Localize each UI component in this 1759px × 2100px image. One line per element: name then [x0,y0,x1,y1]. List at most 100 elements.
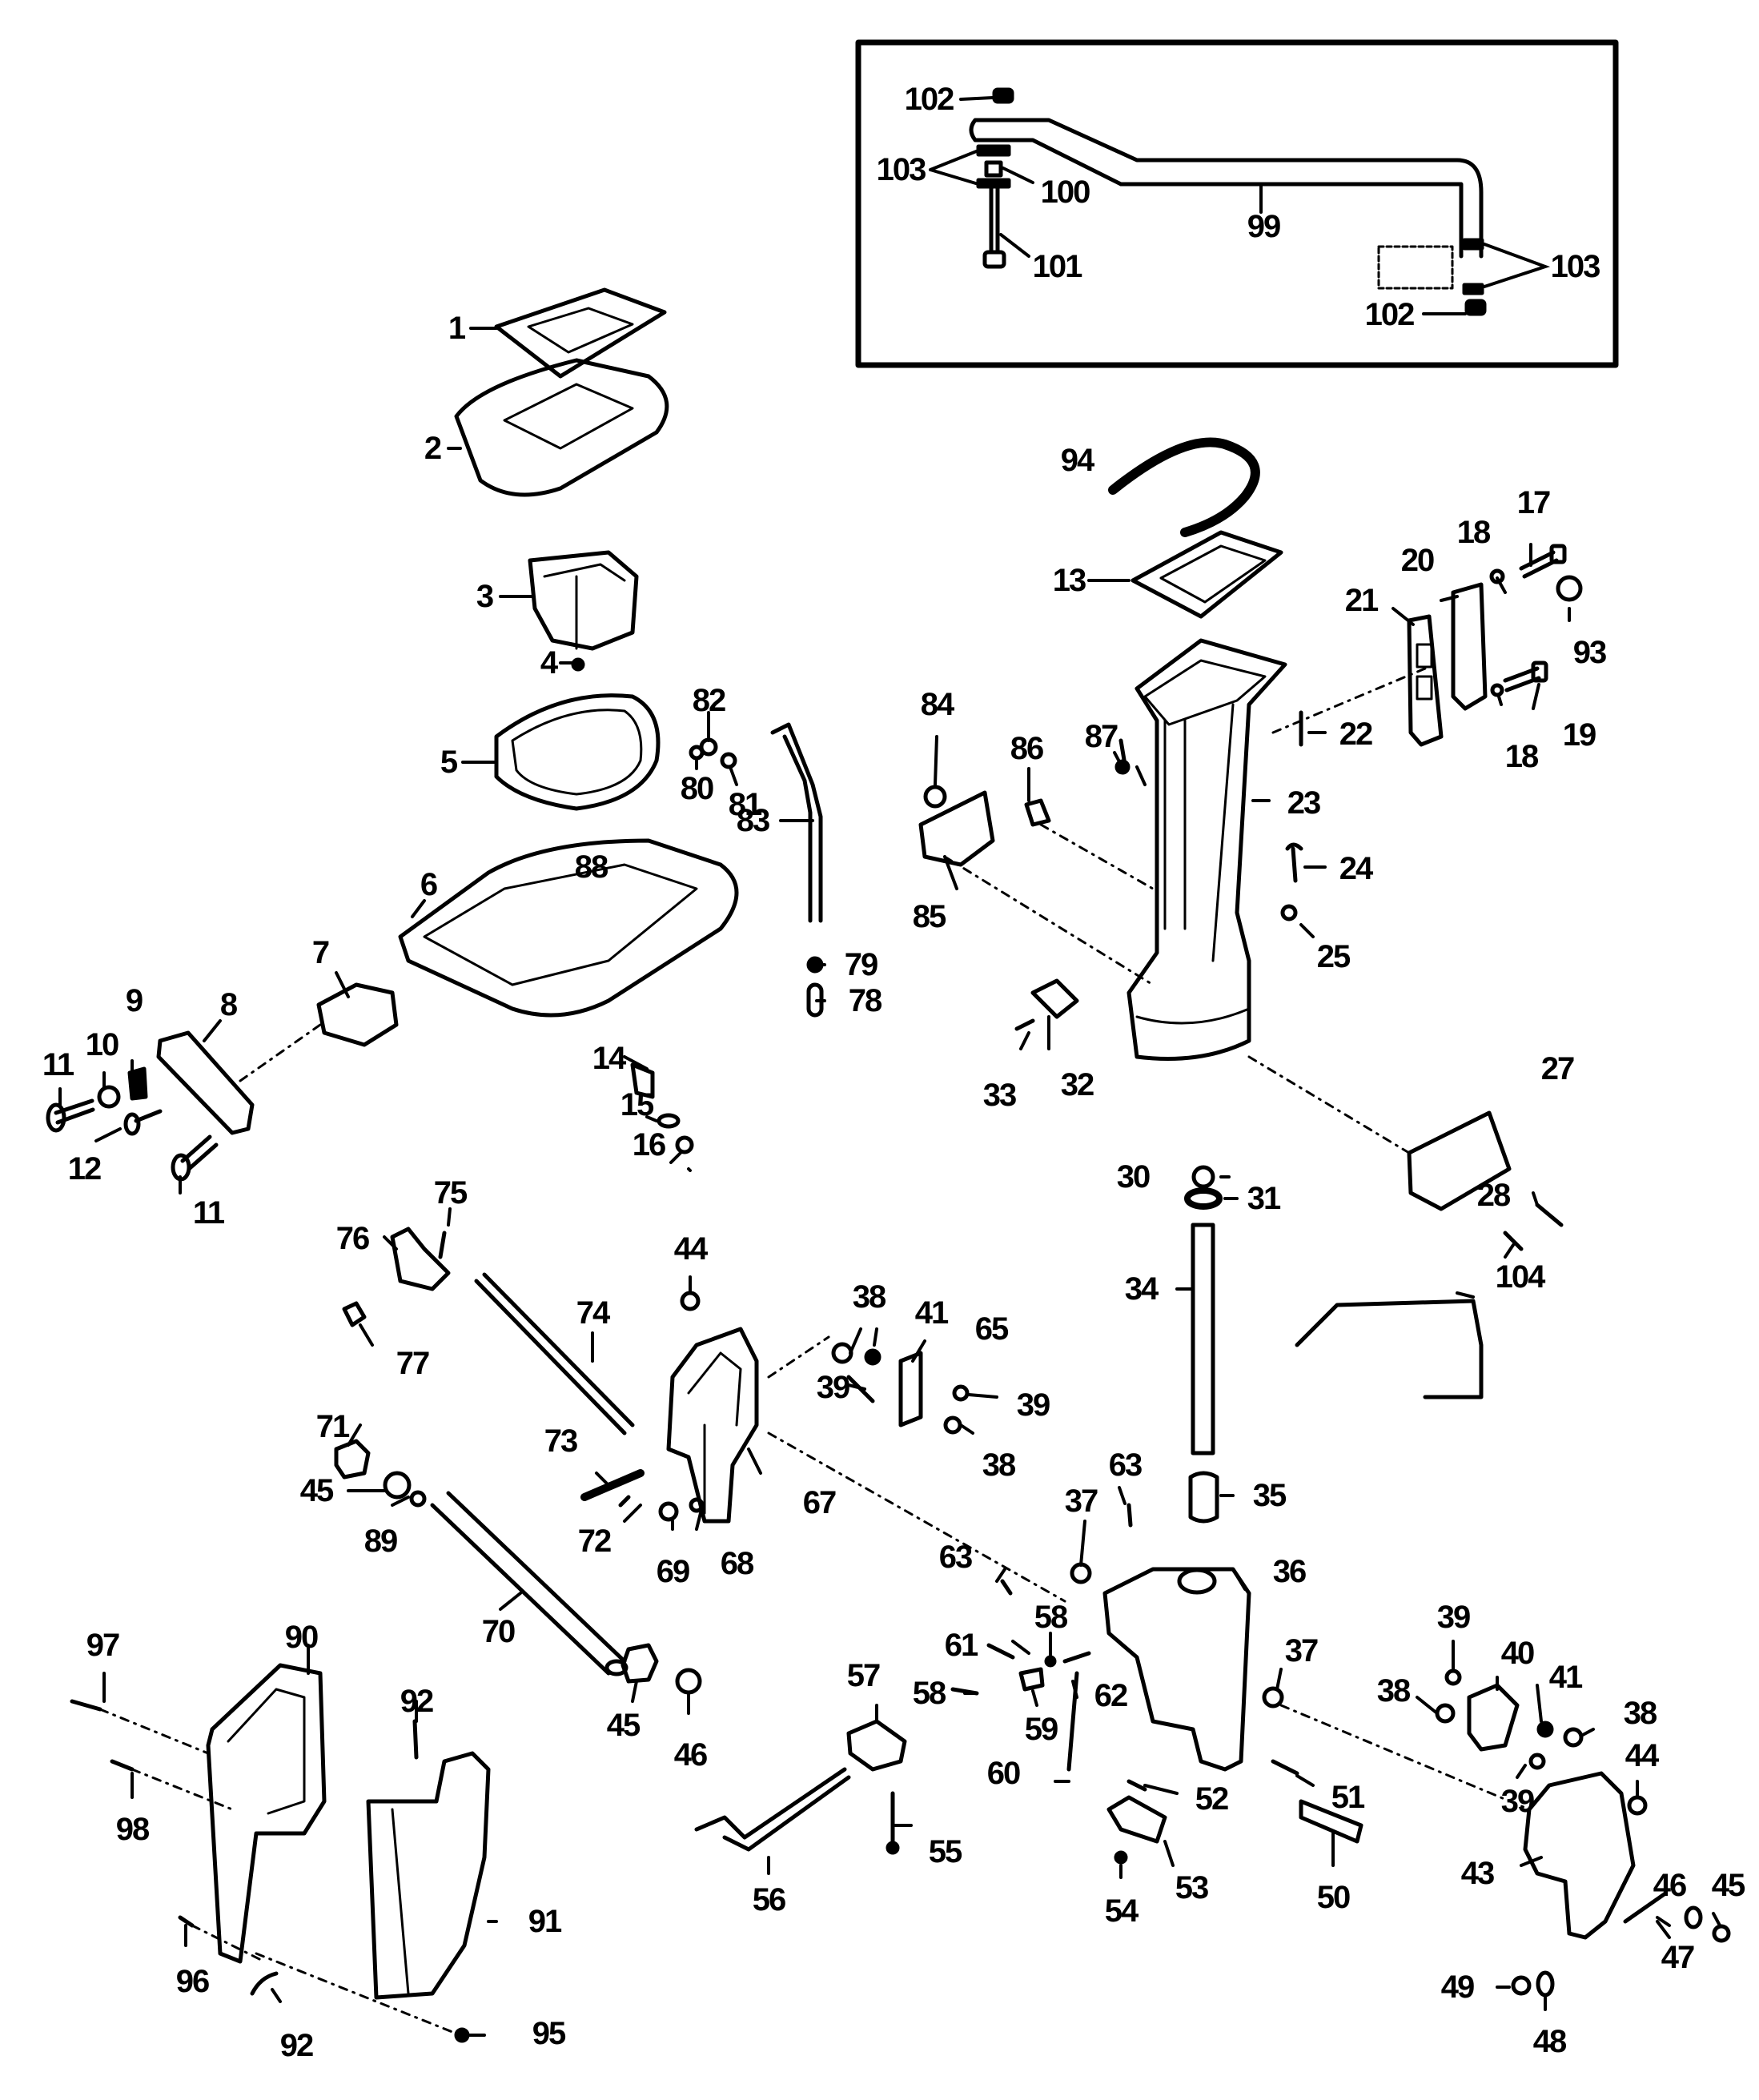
bolt-28 [1503,1231,1524,1251]
washer-18-top [1489,568,1505,584]
label-12: 12 [67,1151,102,1187]
mount-7 [316,982,399,1047]
label-39-c: 39 [1436,1600,1471,1635]
label-52: 52 [1195,1781,1229,1817]
screw-98 [110,1759,135,1772]
label-4: 4 [540,645,558,681]
screw-4 [571,657,585,672]
label-21: 21 [1344,583,1379,618]
bushing-46 [675,1668,702,1695]
label-48: 48 [1532,2024,1567,2059]
label-20: 20 [1400,543,1435,578]
plate-20 [1451,582,1488,711]
bolt-47 [1623,1891,1668,1924]
label-98: 98 [115,1812,150,1847]
nut-38-right [1563,1727,1584,1748]
nut-102-top [992,87,1014,104]
label-1: 1 [448,311,466,346]
label-2: 2 [424,431,442,466]
label-36: 36 [1272,1554,1307,1589]
bracket-67 [666,1327,759,1524]
spring-104 [1295,1299,1484,1399]
bracket-dashed [1377,245,1454,290]
nut-68 [689,1497,705,1513]
housing-23 [1126,638,1287,1061]
label-14: 14 [592,1041,626,1076]
nut-84 [923,785,947,809]
label-40: 40 [1500,1636,1535,1671]
block-57 [846,1719,907,1772]
label-67: 67 [802,1485,837,1520]
label-59: 59 [1024,1712,1058,1747]
nut-71 [334,1439,371,1480]
label-41-top: 41 [914,1295,949,1331]
label-57: 57 [846,1658,881,1693]
plate-65 [898,1351,923,1427]
fitting-14 [630,1062,655,1099]
label-35: 35 [1252,1478,1287,1513]
strip-92-upper [412,1719,419,1760]
label-50: 50 [1316,1880,1351,1915]
label-71: 71 [315,1409,350,1444]
label-92-upper: 92 [400,1684,434,1719]
label-9: 9 [125,983,143,1018]
label-92-lower: 92 [279,2028,314,2063]
label-55: 55 [928,1834,962,1869]
washer-10 [97,1085,121,1109]
label-16: 16 [632,1127,666,1162]
washer-37-right [1262,1686,1284,1709]
pin-51 [1271,1759,1299,1776]
label-8: 8 [219,987,238,1022]
label-58-upper: 58 [1034,1600,1068,1635]
nut-30 [1191,1165,1215,1189]
washer-103-mid [976,178,1011,189]
label-13: 13 [1052,563,1086,598]
inset-frame [855,39,1619,368]
washer-103-top [976,144,1011,157]
label-81: 81 [728,787,762,822]
cover-90 [206,1663,327,1964]
label-63-lower: 63 [938,1540,973,1575]
washer-48 [1536,1970,1555,1998]
handle-56 [694,1767,851,1852]
leader-100 [1002,167,1034,184]
pin-58-upper [1044,1655,1057,1668]
spring-73 [580,1469,645,1501]
label-60: 60 [986,1756,1021,1791]
label-51: 51 [1331,1780,1365,1815]
leader-103-right [1483,243,1551,288]
label-3: 3 [476,579,494,614]
rod-83 [770,722,823,923]
label-23: 23 [1287,785,1321,821]
label-45-right: 45 [1711,1868,1745,1903]
label-58-left: 58 [912,1676,946,1711]
label-100: 100 [1040,175,1091,210]
label-7: 7 [311,935,330,970]
label-80: 80 [680,771,714,806]
label-102-bottom: 102 [1364,297,1416,332]
label-65: 65 [974,1311,1009,1347]
screw-97 [70,1699,102,1712]
label-89: 89 [363,1524,398,1559]
label-93: 93 [1572,635,1607,670]
label-97: 97 [86,1628,120,1663]
steering-link-99 [969,118,1484,259]
label-33: 33 [982,1078,1017,1113]
label-68: 68 [720,1546,754,1581]
base-6 [398,838,739,1018]
bolt-17 [1519,550,1559,579]
mount-right [1407,1110,1512,1211]
label-101: 101 [1032,249,1083,284]
label-39-a: 39 [816,1370,850,1405]
bushing-35 [1188,1471,1219,1524]
washer-46-right [1684,1905,1703,1929]
label-39-b: 39 [1016,1387,1050,1423]
bushing-86 [1024,798,1051,827]
washer-103-right-bottom [1462,283,1484,295]
label-37-right: 37 [1284,1633,1319,1668]
label-5: 5 [440,745,458,780]
screw-33 [1014,1018,1035,1031]
clip-52 [1126,1779,1147,1792]
nut-38-lower [943,1415,962,1435]
